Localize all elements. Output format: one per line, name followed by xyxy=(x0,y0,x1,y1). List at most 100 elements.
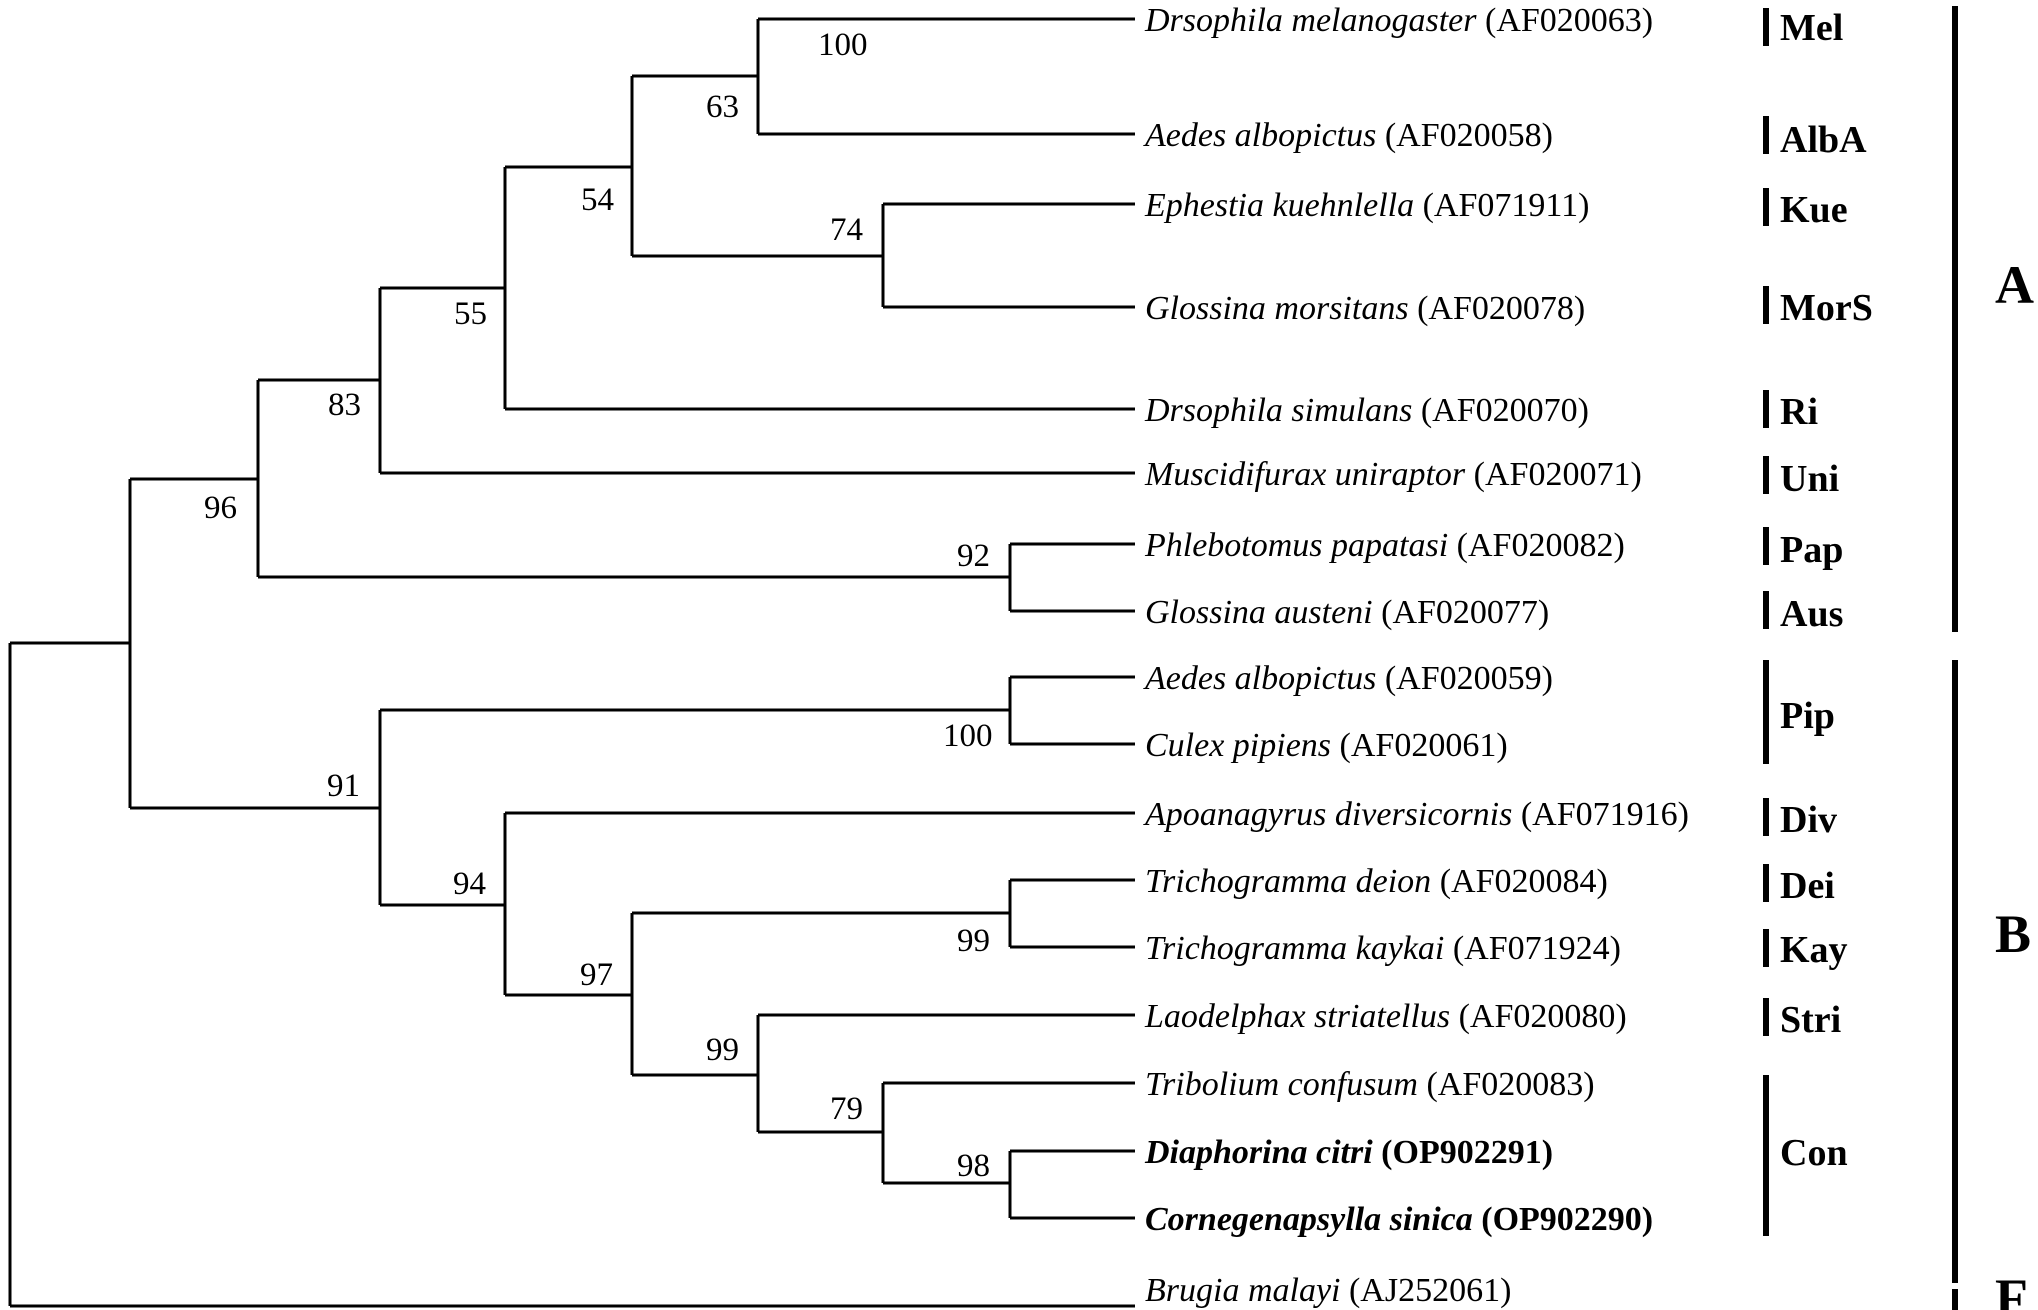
taxon-species: Diaphorina citri xyxy=(1144,1134,1373,1171)
bootstrap-n99a: 99 xyxy=(957,923,990,959)
taxon-label-kay: Trichogramma kaykai (AF071924) xyxy=(1145,930,1621,967)
taxon-label-alba: Aedes albopictus (AF020058) xyxy=(1143,117,1553,154)
taxon-label-tcon: Tribolium confusum (AF020083) xyxy=(1145,1066,1595,1103)
bootstrap-values: 100 63 74 54 55 83 92 96 100 99 98 79 99… xyxy=(204,27,993,1184)
branch-n54 xyxy=(630,74,883,258)
taxon-accession: (AF020063) xyxy=(1485,2,1653,39)
branch-n97 xyxy=(630,911,1010,1077)
taxon-species: Trichogramma deion xyxy=(1145,863,1431,900)
taxon-label-stri: Laodelphax striatellus (AF020080) xyxy=(1144,998,1627,1035)
taxon-label-pip: Culex pipiens (AF020061) xyxy=(1145,727,1508,764)
taxon-label-albb: Aedes albopictus (AF020059) xyxy=(1143,660,1553,697)
bootstrap-n63: 63 xyxy=(706,89,739,125)
bootstrap-n100a: 100 xyxy=(818,27,868,63)
taxon-accession: (AF020071) xyxy=(1474,456,1642,493)
branch-n96 xyxy=(256,378,1010,579)
branch-n63 xyxy=(756,17,1135,136)
supergroup-label-f: F xyxy=(1995,1268,2028,1310)
taxon-species: Culex pipiens xyxy=(1145,727,1331,764)
taxon-label-kue: Ephestia kuehnlella (AF071911) xyxy=(1144,187,1589,224)
taxon-label-mors: Glossina morsitans (AF020078) xyxy=(1145,290,1585,327)
bootstrap-n96: 96 xyxy=(204,490,237,526)
subgroup-label-pip: Pip xyxy=(1780,695,1835,737)
taxon-accession: (AF020059) xyxy=(1385,660,1553,697)
taxon-species: Drsophila simulans xyxy=(1144,392,1412,429)
taxon-species: Drsophila melanogaster xyxy=(1144,2,1477,39)
taxon-accession: (AF071911) xyxy=(1423,187,1590,224)
bootstrap-n55: 55 xyxy=(454,296,487,332)
taxon-species: Aedes albopictus xyxy=(1143,117,1376,154)
subgroup-label-mors: MorS xyxy=(1780,287,1873,329)
bootstrap-n98: 98 xyxy=(957,1148,990,1184)
bootstrap-n83: 83 xyxy=(328,387,361,423)
branch-n99a xyxy=(1008,878,1135,949)
tree-branches xyxy=(8,17,1135,1308)
taxon-accession: (AF020070) xyxy=(1421,392,1589,429)
taxon-species: Ephestia kuehnlella xyxy=(1144,187,1414,224)
taxon-species: Glossina austeni xyxy=(1145,594,1373,631)
branch-n91-n96 xyxy=(128,477,380,810)
branch-n98 xyxy=(1008,1149,1135,1220)
taxon-label-dcit: Diaphorina citri (OP902291) xyxy=(1144,1134,1553,1171)
subgroup-label-dei: Dei xyxy=(1780,865,1835,907)
branch-n74 xyxy=(881,202,1135,309)
taxon-accession: (AF020077) xyxy=(1381,594,1549,631)
branch-n100b xyxy=(1008,675,1135,746)
taxon-species: Aedes albopictus xyxy=(1143,660,1376,697)
subgroup-label-aus: Aus xyxy=(1780,593,1843,635)
subgroup-label-mel: Mel xyxy=(1780,7,1843,49)
taxon-species: Phlebotomus papatasi xyxy=(1144,527,1448,564)
subgroup-label-kay: Kay xyxy=(1780,929,1848,971)
taxon-label-ri: Drsophila simulans (AF020070) xyxy=(1144,392,1589,429)
taxon-label-aus: Glossina austeni (AF020077) xyxy=(1145,594,1549,631)
taxon-accession: (OP902291) xyxy=(1381,1134,1553,1171)
subgroup-label-kue: Kue xyxy=(1780,189,1848,231)
bootstrap-n91: 91 xyxy=(327,768,360,804)
bootstrap-n79: 79 xyxy=(830,1091,863,1127)
taxon-species: Muscidifurax uniraptor xyxy=(1144,456,1466,493)
subgroup-markers: Mel AlbA Kue MorS Ri Uni Pap Aus Pip Div… xyxy=(1763,7,1873,1236)
bootstrap-n92: 92 xyxy=(957,538,990,574)
bootstrap-n99b: 99 xyxy=(706,1032,739,1068)
taxon-species: Brugia malayi xyxy=(1145,1272,1340,1309)
taxon-species: Trichogramma kaykai xyxy=(1145,930,1444,967)
taxon-label-mel: Drsophila melanogaster (AF020063) xyxy=(1144,2,1653,39)
branch-n92 xyxy=(1008,542,1135,613)
taxon-labels: Drsophila melanogaster (AF020063) Aedes … xyxy=(1143,2,1689,1309)
branch-n99b xyxy=(756,1013,1135,1134)
branch-n55 xyxy=(503,165,1135,411)
taxon-accession: (AF071916) xyxy=(1521,796,1689,833)
branch-n83 xyxy=(378,286,1135,475)
taxon-accession: (AF020084) xyxy=(1440,863,1608,900)
taxon-label-bmal: Brugia malayi (AJ252061) xyxy=(1145,1272,1511,1309)
supergroup-label-b: B xyxy=(1995,904,2031,964)
taxon-label-div: Apoanagyrus diversicornis (AF071916) xyxy=(1143,796,1689,833)
taxon-accession: (OP902290) xyxy=(1481,1201,1653,1238)
subgroup-label-con: Con xyxy=(1780,1132,1848,1174)
bootstrap-n94: 94 xyxy=(453,866,486,902)
taxon-accession: (AF020080) xyxy=(1459,998,1627,1035)
taxon-label-csin: Cornegenapsylla sinica (OP902290) xyxy=(1145,1201,1653,1238)
taxon-label-uni: Muscidifurax uniraptor (AF020071) xyxy=(1144,456,1642,493)
branch-n79 xyxy=(881,1081,1135,1185)
bootstrap-n100b: 100 xyxy=(943,718,993,754)
subgroup-label-ri: Ri xyxy=(1780,391,1818,433)
subgroup-label-pap: Pap xyxy=(1780,529,1843,571)
taxon-accession: (AJ252061) xyxy=(1349,1272,1511,1309)
bootstrap-n74: 74 xyxy=(830,212,863,248)
taxon-species: Laodelphax striatellus xyxy=(1144,998,1450,1035)
taxon-accession: (AF020078) xyxy=(1417,290,1585,327)
subgroup-label-alba: AlbA xyxy=(1780,119,1867,161)
taxon-species: Cornegenapsylla sinica xyxy=(1145,1201,1473,1238)
branch-root xyxy=(8,641,1135,1308)
taxon-label-pap: Phlebotomus papatasi (AF020082) xyxy=(1144,527,1625,564)
taxon-accession: (AF020083) xyxy=(1426,1066,1594,1103)
subgroup-label-uni: Uni xyxy=(1780,458,1839,500)
taxon-species: Apoanagyrus diversicornis xyxy=(1143,796,1512,833)
taxon-accession: (AF020058) xyxy=(1385,117,1553,154)
subgroup-label-stri: Stri xyxy=(1780,999,1841,1041)
bootstrap-n54: 54 xyxy=(581,182,614,218)
taxon-accession: (AF071924) xyxy=(1453,930,1621,967)
bootstrap-n97: 97 xyxy=(580,957,613,993)
